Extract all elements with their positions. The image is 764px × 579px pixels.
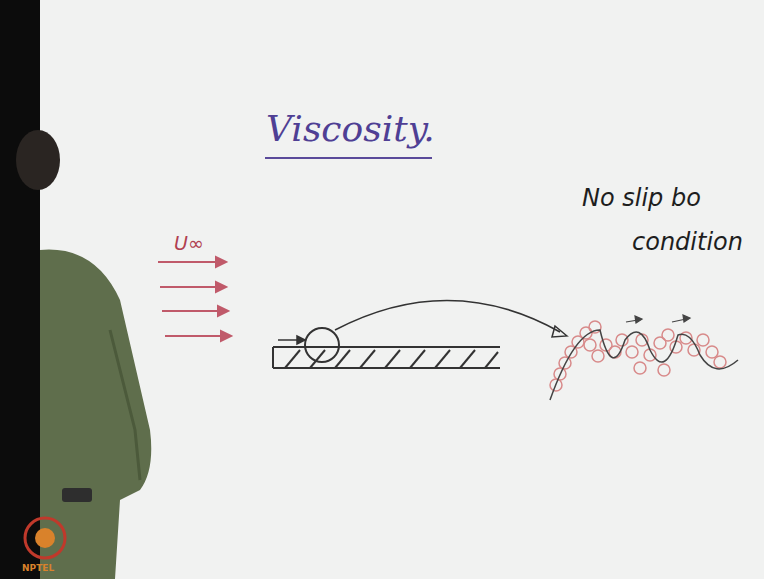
small-arrow (278, 336, 305, 344)
logo-ring (25, 518, 65, 558)
free-stream-arrows (158, 257, 231, 341)
title: Viscosity. (266, 108, 435, 149)
title-underline (265, 157, 432, 159)
left-edge (0, 0, 40, 579)
zoom-arrow (335, 300, 560, 332)
magnified-region (305, 328, 339, 362)
head (16, 130, 60, 190)
watch (62, 488, 92, 502)
velocity-symbol: U∞ (174, 232, 204, 254)
logo-text: NPTEL (22, 563, 54, 573)
logo-core (35, 528, 55, 548)
molecule-arrows (626, 315, 690, 323)
zoom-arrowhead (552, 326, 567, 337)
flat-plate (273, 347, 500, 368)
wall-profile (550, 330, 738, 400)
note: No slip bo condition (582, 176, 732, 264)
sleeve-fold (110, 330, 140, 480)
shirt (40, 250, 151, 579)
